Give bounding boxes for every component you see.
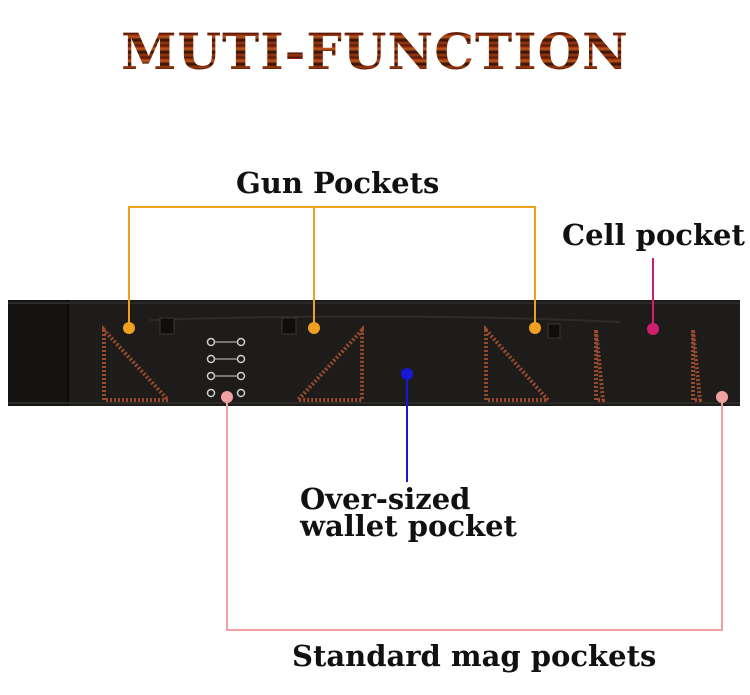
wallet-pocket-label-line2: wallet pocket [300,509,517,543]
gun-pocket-tab-3 [547,323,561,339]
cell-pocket-label: Cell pocket [562,218,745,252]
lace-hooks [206,337,246,398]
gun-pocket-marker-1 [123,322,135,334]
stitch-triangle-3 [484,324,553,402]
gun-pockets-label: Gun Pockets [236,166,440,200]
velcro-end [8,300,68,406]
lace-cords [215,341,237,377]
cell-pocket-marker [647,323,659,335]
stitch-triangle-4 [594,329,606,402]
mag-pockets-connector [226,398,723,631]
stitch-triangle-5 [691,329,703,402]
stitch-triangle-1 [102,324,173,402]
wallet-pocket-marker [401,368,413,380]
wallet-pocket-label-line1: Over-sized [300,482,471,516]
mag-pocket-marker-2 [716,391,728,403]
gun-pocket-marker-2 [308,322,320,334]
gun-pockets-connector [128,206,536,326]
gun-pocket-tab-1 [159,317,175,335]
mag-pocket-marker-1 [221,391,233,403]
mag-pockets-label: Standard mag pockets [292,639,657,673]
page-title: MUTI-FUNCTION [0,22,750,81]
stitch-triangle-2 [293,324,364,402]
wallet-pocket-opening [149,315,621,323]
gun-pocket-marker-3 [529,322,541,334]
gun-pocket-tab-2 [281,317,297,335]
